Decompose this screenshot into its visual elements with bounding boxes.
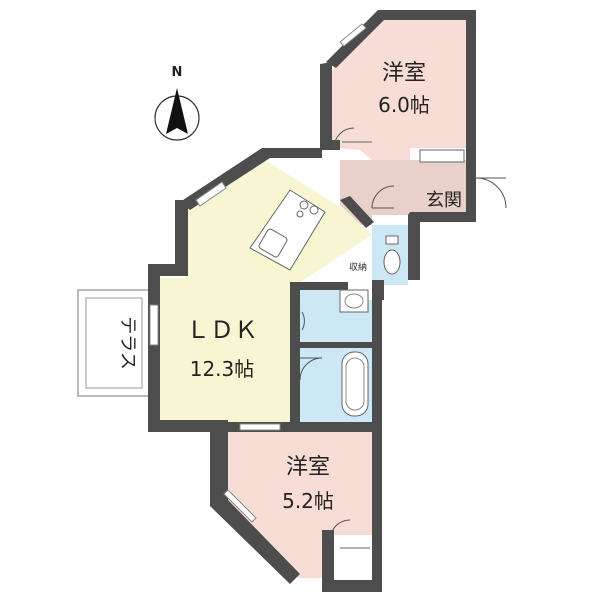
- western-top-size: 6.0帖: [378, 93, 430, 117]
- storage-name: 収納: [349, 261, 367, 273]
- closet-markers: [340, 141, 465, 549]
- room-fill-entrance: [410, 160, 466, 215]
- doors: [299, 127, 507, 541]
- bathtub: [341, 351, 369, 417]
- windows: [149, 23, 367, 523]
- compass-north-label: N: [172, 65, 183, 80]
- toilet: [383, 235, 401, 275]
- compass: N: [154, 65, 200, 141]
- walls: [148, 10, 476, 592]
- western-bottom-size: 5.2帖: [282, 489, 334, 513]
- terrace-outline: [77, 289, 151, 397]
- western-top-name: 洋室: [382, 61, 426, 86]
- terrace-inner: [85, 297, 143, 389]
- room-fill-ldk: [160, 160, 372, 422]
- wash-basin: [339, 289, 369, 313]
- kitchen-counter: [249, 189, 326, 271]
- ldk-size: 12.3帖: [190, 357, 255, 381]
- terrace-name: テラス: [117, 316, 138, 370]
- western-bottom-name: 洋室: [286, 455, 330, 480]
- ldk-name: ＬＤＫ: [186, 316, 258, 344]
- entrance-name: 玄関: [426, 190, 462, 211]
- room-fill-western-top: [332, 20, 466, 160]
- north-arrow-icon: [166, 88, 188, 134]
